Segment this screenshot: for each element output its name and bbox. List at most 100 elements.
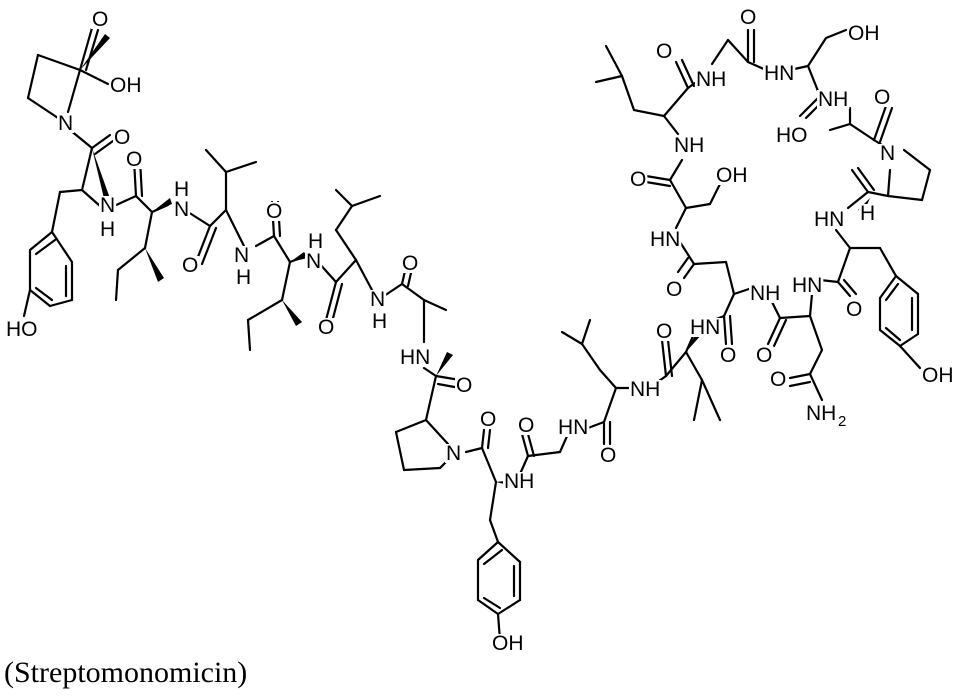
hydrogen-label: H xyxy=(372,310,387,333)
atom-label-backing xyxy=(689,318,722,337)
atom-label-backing xyxy=(455,376,474,395)
hydrogen-label: H xyxy=(308,230,323,253)
oxygen-label: O xyxy=(656,40,672,63)
atom-label-backing xyxy=(99,220,117,239)
atom-label-backing xyxy=(879,144,897,163)
atom-label-backing xyxy=(307,232,325,251)
atom-label-backing xyxy=(491,634,525,653)
atom-label-backing xyxy=(109,76,143,95)
atom-label-backing xyxy=(181,256,200,275)
atom-label-backing xyxy=(769,370,788,389)
compound-name-caption: (Streptomonomicin) xyxy=(4,656,248,689)
hydroxyl-label: HO xyxy=(6,318,38,341)
nitrogen-label: N xyxy=(234,244,249,267)
oxygen-label: O xyxy=(656,320,672,343)
oxygen-label: O xyxy=(114,126,130,149)
oxygen-label: O xyxy=(518,414,534,437)
atom-label-backing xyxy=(445,444,463,463)
amide-nh-label: HN xyxy=(814,208,844,231)
amide-nh-label: NH xyxy=(696,68,726,91)
atom-label-backing xyxy=(503,472,536,491)
amide-nh-label: HN xyxy=(764,62,794,85)
oxygen-label: O xyxy=(846,298,862,321)
oxygen-label: O xyxy=(630,168,646,191)
oxygen-label: O xyxy=(666,278,682,301)
amide-nh-label: HN xyxy=(792,274,822,297)
nitrogen-label: N xyxy=(100,194,115,217)
atom-label-backing xyxy=(113,128,132,147)
bonds xyxy=(22,26,932,642)
atom-label-backing xyxy=(847,24,881,43)
oxygen-label: O xyxy=(318,316,334,339)
hydrogen-label: H xyxy=(236,266,251,289)
oxygen-label: O xyxy=(770,368,786,391)
atom-label-backing xyxy=(837,415,848,428)
atom-label-backing xyxy=(233,246,251,265)
amide-nh-label: NH xyxy=(504,470,534,493)
atom-label-backing xyxy=(629,380,662,399)
oxygen-label: O xyxy=(600,444,616,467)
atom-label-backing xyxy=(173,200,191,219)
atom-labels: O OH N O N H O N H O N H O N H O N H O H… xyxy=(5,6,955,655)
atom-label-backing xyxy=(399,348,432,367)
atom-label-backing xyxy=(805,404,838,423)
atom-label-backing xyxy=(5,320,39,339)
hydroxyl-label: OH xyxy=(492,632,524,655)
atom-label-backing xyxy=(125,150,144,169)
atom-label-backing xyxy=(755,346,774,365)
amide-nh-label: HN xyxy=(400,346,430,369)
atom-label-backing xyxy=(305,252,323,271)
atom-label-backing xyxy=(715,166,749,185)
hydroxyl-label: OH xyxy=(922,364,954,387)
atom-label-backing xyxy=(517,416,536,435)
atom-label-backing xyxy=(813,210,846,229)
oxygen-label: O xyxy=(740,6,756,29)
atom-label-backing xyxy=(557,418,590,437)
oxygen-label: O xyxy=(182,254,198,277)
atom-label-backing xyxy=(719,346,738,365)
atom-label-backing xyxy=(479,410,498,429)
atom-label-backing xyxy=(695,70,728,89)
atom-label-backing xyxy=(99,196,117,215)
atom-label-backing xyxy=(873,88,892,107)
atom-label-backing xyxy=(749,284,782,303)
amide-nh-label: NH xyxy=(818,88,848,111)
oxygen-label: O xyxy=(402,252,418,275)
nitrogen-label: N xyxy=(446,442,461,465)
nitrogen-label: N xyxy=(306,250,321,273)
oxygen-label: O xyxy=(266,200,282,223)
atom-label-backing xyxy=(763,64,796,83)
oxygen-label: O xyxy=(874,86,890,109)
hydroxyl-label: OH xyxy=(110,74,142,97)
atom-label-backing xyxy=(791,276,824,295)
atom-label-backing xyxy=(265,202,284,221)
nitrogen-label: N xyxy=(58,112,73,135)
hydrogen-label: H xyxy=(860,202,875,225)
atom-label-backing xyxy=(91,10,110,29)
atom-label-backing xyxy=(775,126,809,145)
atom-label-backing xyxy=(629,170,648,189)
atom-label-backing xyxy=(665,280,684,299)
amide-nh-label: NH xyxy=(674,134,704,157)
atom-label-backing xyxy=(401,254,420,273)
oxygen-label: O xyxy=(92,8,108,31)
hydroxyl-label: OH xyxy=(848,22,880,45)
atom-label-backing xyxy=(57,114,75,133)
nitrogen-label: N xyxy=(174,198,189,221)
oxygen-label: O xyxy=(456,374,472,397)
atom-label-backing xyxy=(739,8,758,27)
oxygen-label: O xyxy=(720,344,736,367)
amine-subscript: 2 xyxy=(838,413,846,430)
atom-label-backing xyxy=(859,204,877,223)
nitrogen-label: N xyxy=(880,142,895,165)
atom-label-backing xyxy=(649,230,682,249)
atom-label-backing xyxy=(655,42,674,61)
atom-label-backing xyxy=(845,300,864,319)
atom-label-backing xyxy=(673,136,706,155)
atom-label-backing xyxy=(317,318,336,337)
amide-nh-label: NH xyxy=(630,378,660,401)
hydroxyl-label: OH xyxy=(716,164,748,187)
hydrogen-label: H xyxy=(174,178,189,201)
atom-label-backing xyxy=(173,180,191,199)
